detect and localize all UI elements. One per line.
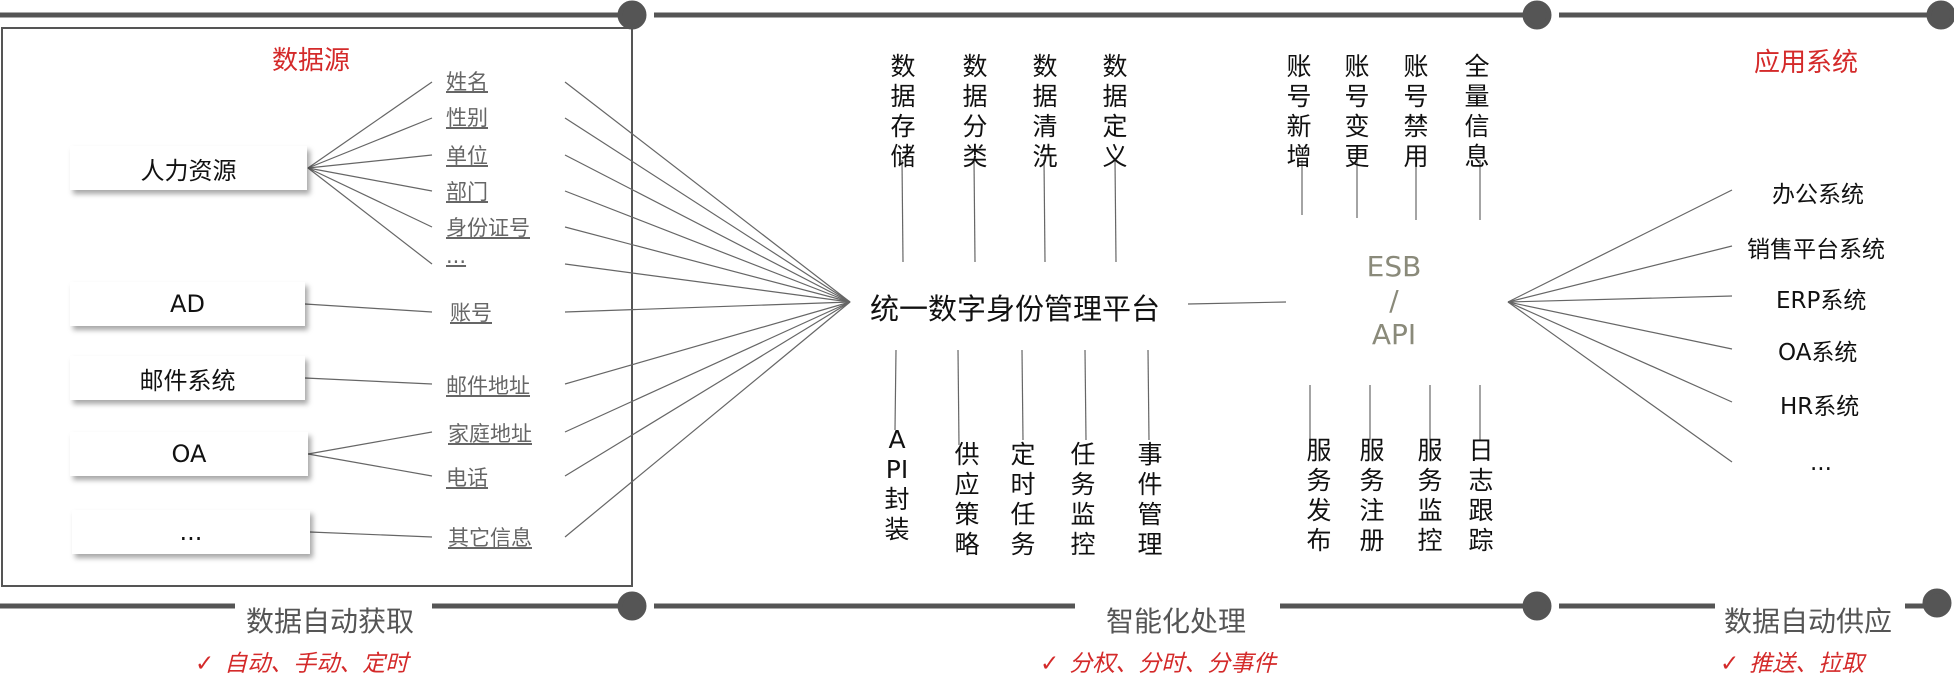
esb-api-node: ESB / API xyxy=(1354,250,1434,352)
func-task-monitor: 任务监控 xyxy=(1070,440,1096,559)
app-erp-system: ERP系统 xyxy=(1776,288,1867,314)
app-oa-system: OA系统 xyxy=(1778,340,1858,366)
check-icon: ✓ xyxy=(195,651,215,677)
check-icon: ✓ xyxy=(1040,651,1060,677)
footer-auto-supply: 数据自动供应 xyxy=(1724,605,1893,638)
source-more: ... xyxy=(72,510,310,554)
api-label: API xyxy=(1371,318,1417,351)
field-more: ... xyxy=(446,244,467,268)
source-mail-system: 邮件系统 xyxy=(70,356,305,400)
esb-slash: / xyxy=(1389,284,1399,317)
rail-dot xyxy=(617,591,647,621)
source-oa: OA xyxy=(70,432,308,476)
footer-auto-acquire: 数据自动获取 xyxy=(246,605,415,638)
field-unit: 单位 xyxy=(446,144,488,168)
esb-account-disable: 账号禁用 xyxy=(1403,52,1429,171)
func-data-define: 数据定义 xyxy=(1102,52,1128,171)
check-icon: ✓ xyxy=(1720,651,1740,677)
data-source-title: 数据源 xyxy=(272,46,351,76)
rail-dot xyxy=(1522,591,1552,621)
field-home-address: 家庭地址 xyxy=(448,422,532,446)
field-gender: 性别 xyxy=(446,106,488,130)
source-ad: AD xyxy=(70,282,305,326)
footer-auto-supply-sub: ✓推送、拉取 xyxy=(1720,651,1865,677)
rail-dot xyxy=(1926,0,1954,30)
field-email: 邮件地址 xyxy=(446,374,530,398)
data-source-frame xyxy=(1,27,633,587)
esb-account-change: 账号变更 xyxy=(1344,52,1370,171)
esb-account-add: 账号新增 xyxy=(1286,52,1312,171)
field-name: 姓名 xyxy=(446,70,488,94)
esb-service-register: 服务注册 xyxy=(1359,436,1385,555)
esb-service-monitor: 服务监控 xyxy=(1417,436,1443,555)
footer-auto-acquire-sub: ✓自动、手动、定时 xyxy=(195,651,409,677)
app-more: ... xyxy=(1810,450,1832,476)
esb-label: ESB xyxy=(1366,250,1422,283)
func-scheduled-task: 定时任务 xyxy=(1010,440,1036,559)
source-hr: 人力资源 xyxy=(70,146,307,190)
func-supply-policy: 供应策略 xyxy=(954,440,980,559)
func-data-classify: 数据分类 xyxy=(962,52,988,171)
app-office-system: 办公系统 xyxy=(1772,182,1864,208)
esb-full-info: 全量信息 xyxy=(1464,52,1490,171)
field-department: 部门 xyxy=(446,180,488,204)
rail-dot xyxy=(1522,0,1552,30)
func-data-storage: 数据存储 xyxy=(890,52,916,171)
footer-intelligent-processing-sub: ✓分权、分时、分事件 xyxy=(1040,651,1277,677)
esb-service-publish: 服务发布 xyxy=(1306,436,1332,555)
esb-log-trace: 日志跟踪 xyxy=(1468,436,1494,555)
app-hr-system: HR系统 xyxy=(1780,394,1860,420)
app-systems-title: 应用系统 xyxy=(1754,48,1859,78)
rail-dot xyxy=(1922,588,1952,618)
field-phone: 电话 xyxy=(446,466,488,490)
func-api-wrap: API封装 xyxy=(884,425,910,544)
func-data-cleanse: 数据清洗 xyxy=(1032,52,1058,171)
field-id-number: 身份证号 xyxy=(446,216,530,240)
app-sales-platform: 销售平台系统 xyxy=(1747,237,1885,263)
func-event-manage: 事件管理 xyxy=(1137,440,1163,559)
field-other-info: 其它信息 xyxy=(448,526,532,550)
footer-intelligent-processing: 智能化处理 xyxy=(1106,605,1247,638)
platform-title: 统一数字身份管理平台 xyxy=(870,292,1161,326)
field-account: 账号 xyxy=(450,301,492,325)
rail-dot xyxy=(617,0,647,30)
